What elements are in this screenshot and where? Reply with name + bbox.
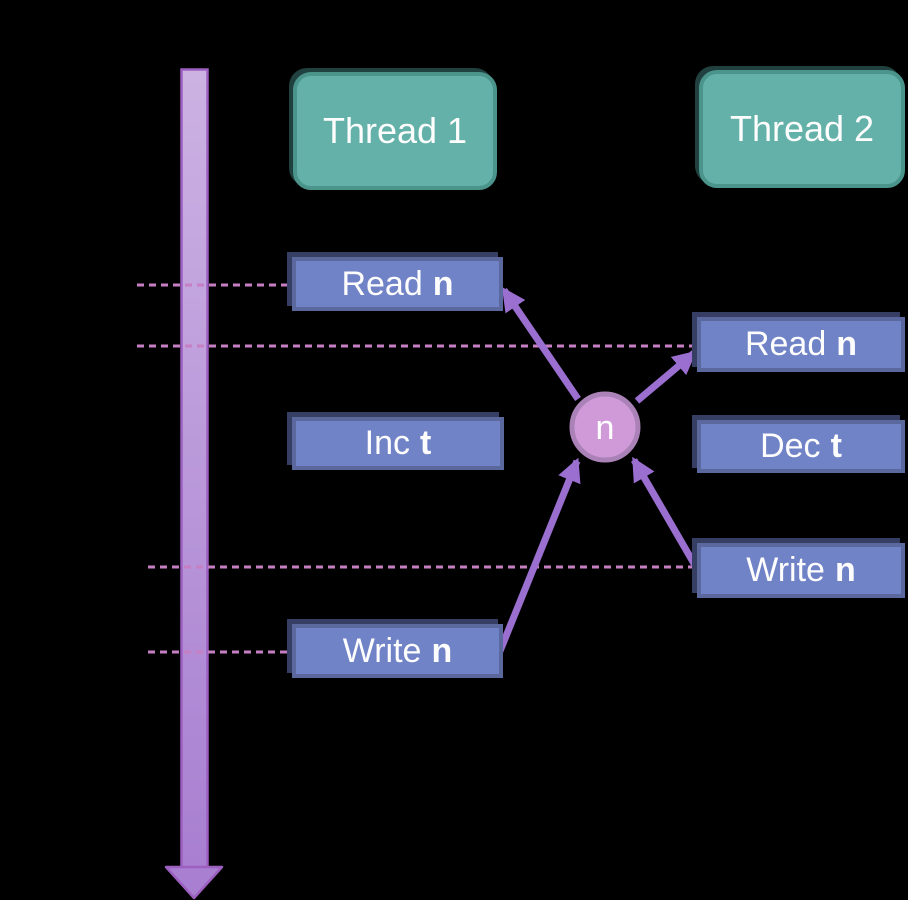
thread2-header: Thread 2 bbox=[699, 70, 905, 188]
thread2-title: Thread 2 bbox=[729, 108, 875, 149]
time-axis-bar bbox=[180, 68, 209, 870]
thread1-header: Thread 1 bbox=[293, 72, 497, 190]
op-var-label: n bbox=[836, 325, 858, 363]
op-box-thread2-dec: Dec t bbox=[697, 420, 905, 473]
op-box-thread1-write: Write n bbox=[292, 624, 503, 678]
op-box-thread2-write: Write n bbox=[697, 543, 905, 598]
arrow-shared-to-thread1-read bbox=[501, 287, 581, 401]
arrow-shared-to-thread2-read bbox=[634, 350, 697, 404]
op-var-label: n bbox=[834, 551, 856, 589]
op-action-label: Dec bbox=[760, 427, 821, 465]
op-var-label: t bbox=[420, 424, 432, 462]
thread1-title: Thread 1 bbox=[322, 110, 468, 151]
op-action-label: Write bbox=[746, 551, 825, 589]
shared-variable-label: n bbox=[596, 409, 615, 447]
op-action-label: Read bbox=[341, 264, 423, 303]
op-var-label: t bbox=[830, 427, 842, 465]
arrow-thread1-write-to-shared bbox=[496, 457, 581, 653]
op-box-thread1-inc: Inc t bbox=[292, 417, 504, 470]
op-box-thread2-read: Read n bbox=[697, 317, 905, 372]
op-box-thread1-read: Read n bbox=[292, 257, 503, 311]
time-axis-arrowhead-icon bbox=[164, 865, 224, 900]
arrow-thread2-write-to-shared bbox=[630, 456, 700, 569]
op-action-label: Write bbox=[342, 631, 422, 670]
shared-variable-circle bbox=[569, 391, 641, 463]
op-var-label: n bbox=[431, 631, 453, 670]
op-var-label: n bbox=[432, 264, 454, 303]
op-action-label: Read bbox=[744, 325, 827, 363]
op-action-label: Inc bbox=[364, 424, 411, 462]
